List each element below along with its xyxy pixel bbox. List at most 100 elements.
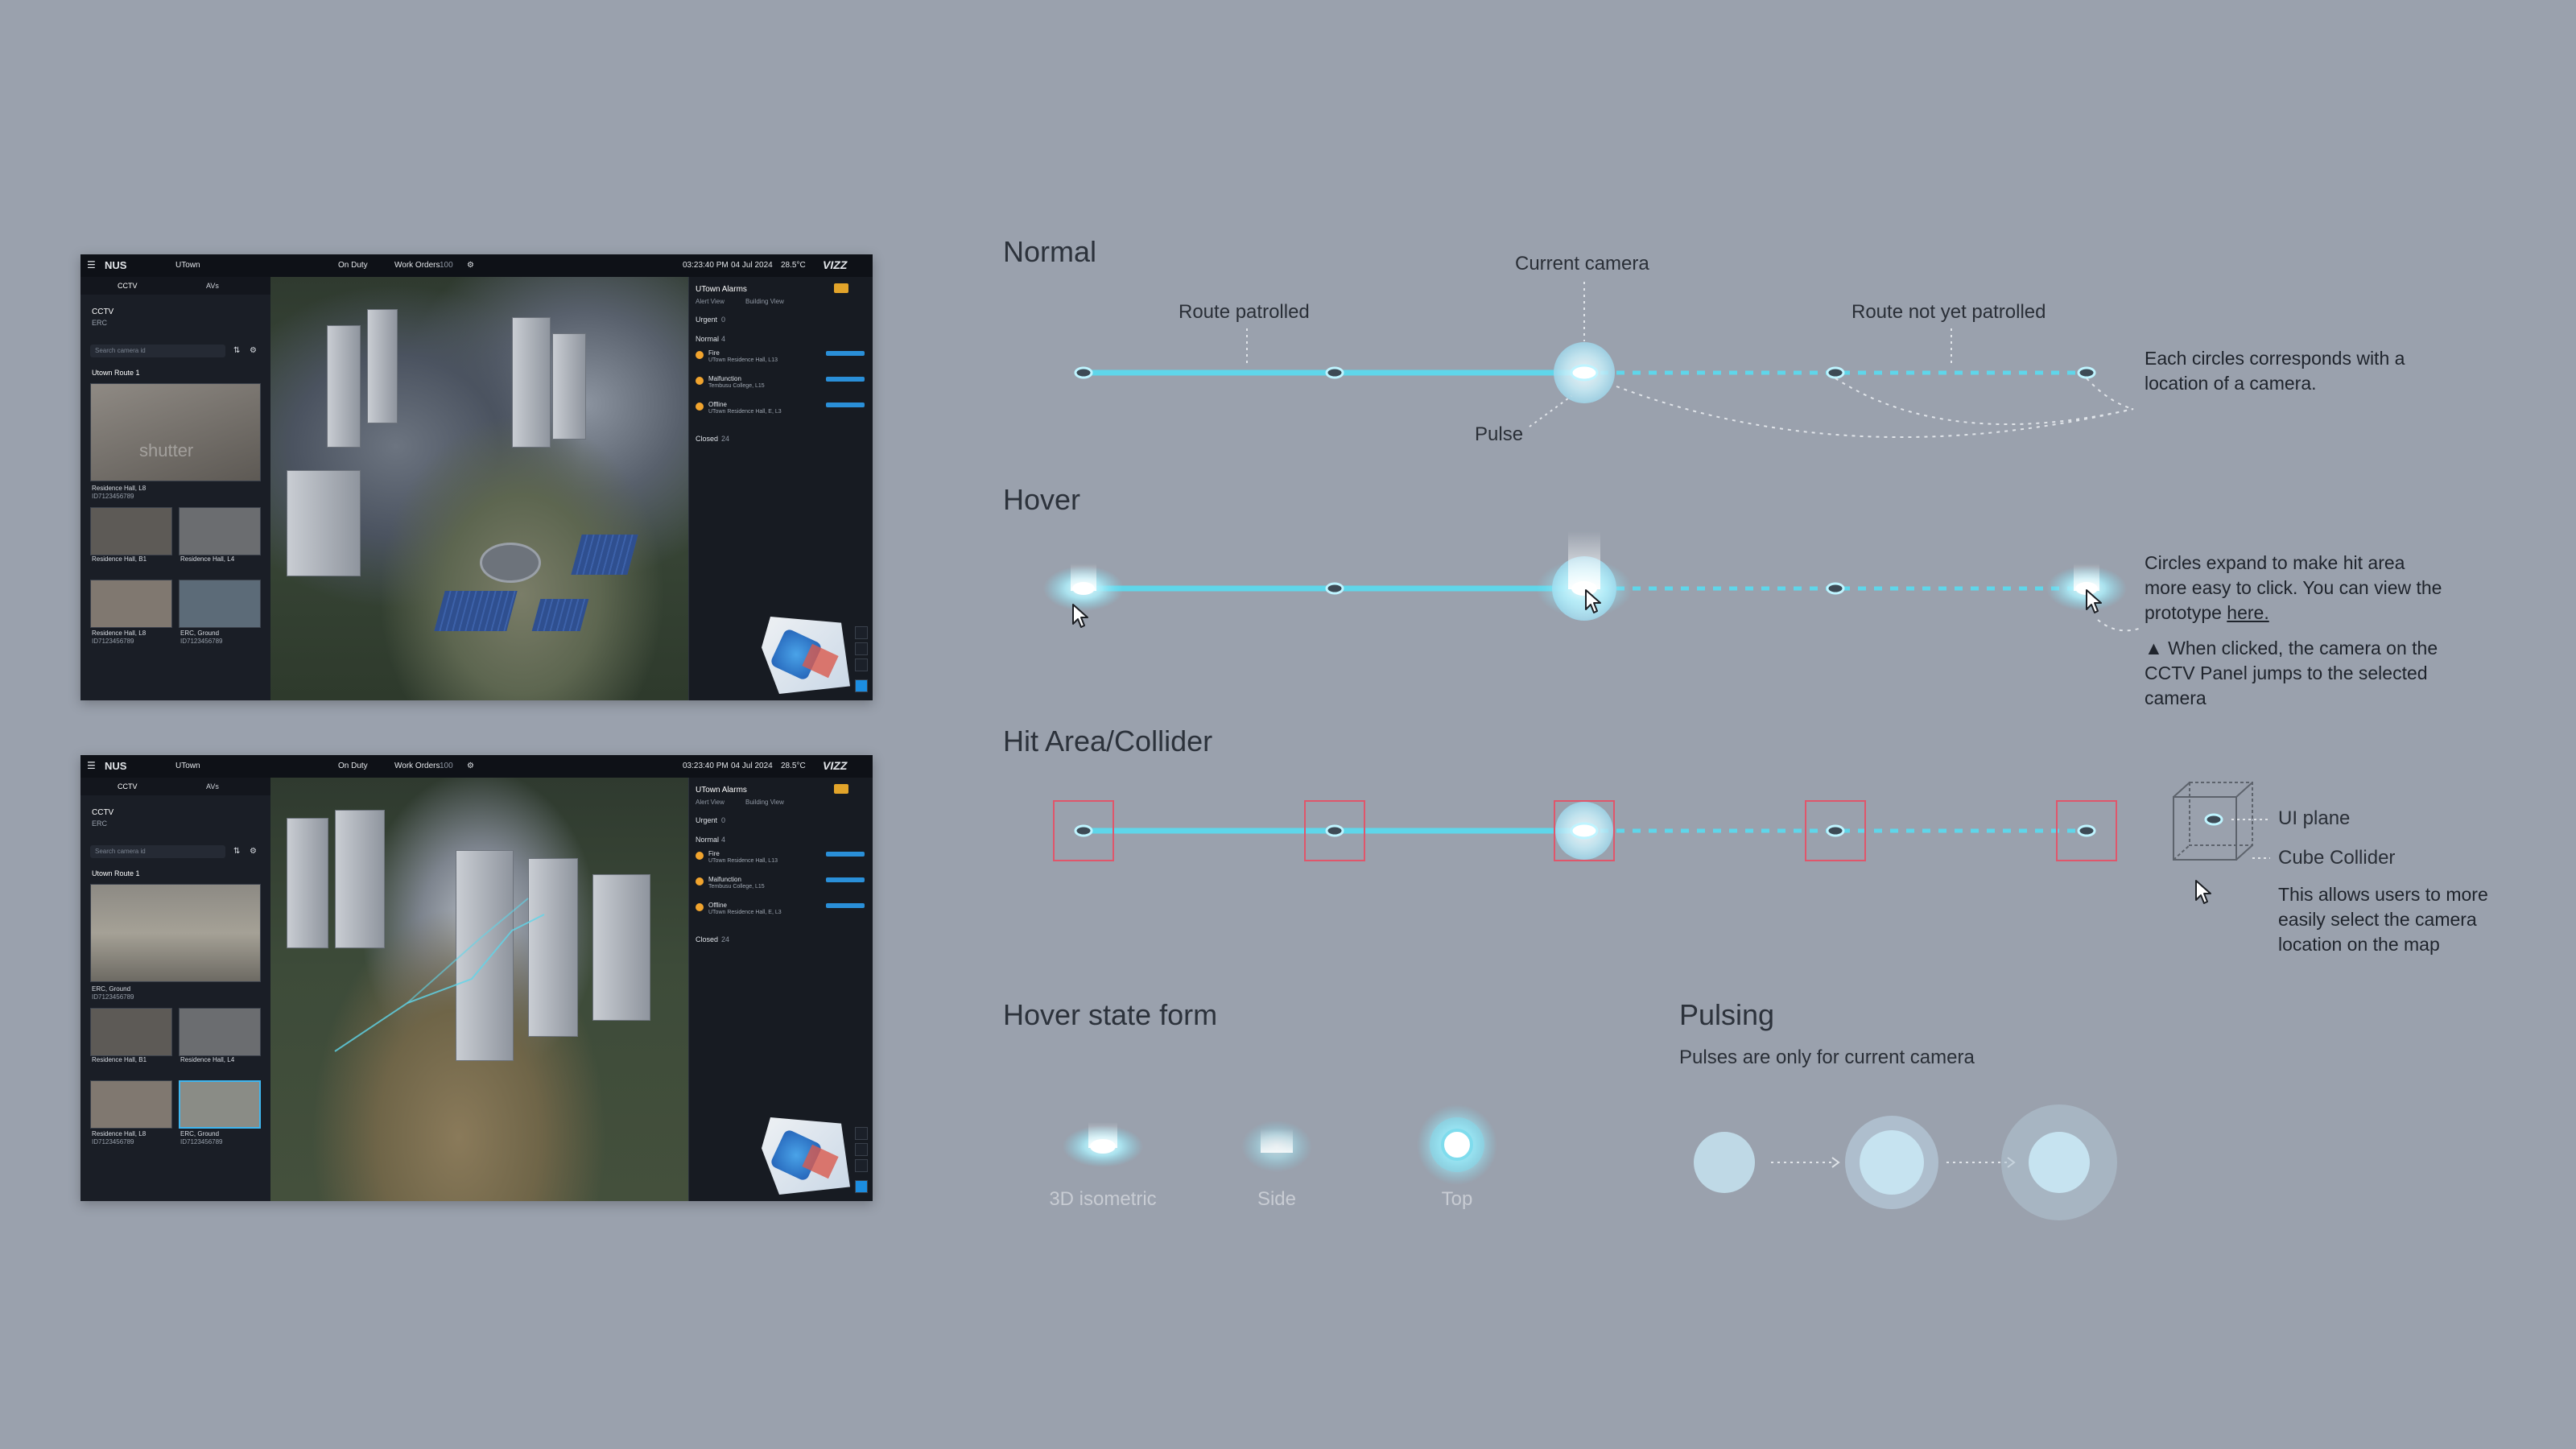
closed-section[interactable]: Closed	[696, 435, 719, 443]
thumb-1-name: Residence Hall, B1	[92, 1056, 147, 1063]
undo-icon[interactable]	[855, 1127, 868, 1140]
thumb-3-id: ID7123456789	[92, 1138, 134, 1146]
camera-search[interactable]: Search camera id	[90, 345, 225, 357]
filter-icon[interactable]: ⇅	[233, 847, 241, 856]
alarm-title[interactable]: Fire	[708, 349, 720, 357]
form-side	[1241, 1121, 1312, 1172]
offline-alarm-icon	[696, 402, 704, 411]
note-hover: Circles expand to make hit area more eas…	[2145, 551, 2450, 625]
alarm-title[interactable]: Offline	[708, 902, 727, 909]
camera-node[interactable]	[1325, 824, 1344, 837]
main-camera-feed[interactable]: shutter	[90, 383, 261, 481]
note-normal: Each circles corresponds with a location…	[2145, 348, 2405, 394]
map-toggle-icon[interactable]	[855, 1180, 868, 1193]
camera-thumb-1[interactable]	[90, 507, 172, 555]
mini-map[interactable]	[762, 617, 850, 694]
tab-building-view[interactable]: Building View	[745, 799, 784, 806]
normal-route	[1074, 282, 2134, 439]
camera-thumb-2[interactable]	[179, 1008, 261, 1056]
collider-box	[1053, 800, 1114, 861]
caption-side: Side	[1257, 1188, 1297, 1210]
urgent-section[interactable]: Urgent	[696, 816, 718, 824]
normal-section[interactable]: Normal	[696, 836, 720, 844]
layers-icon[interactable]	[855, 658, 868, 671]
main-camera-feed[interactable]	[90, 884, 261, 982]
camera-node[interactable]	[1826, 582, 1845, 595]
menu-icon[interactable]: ☰	[87, 760, 96, 771]
camera-node[interactable]	[2077, 824, 2096, 837]
collider-box	[1805, 800, 1866, 861]
hovered-camera-node[interactable]	[2046, 564, 2127, 611]
hovered-current-camera[interactable]	[1536, 531, 1633, 621]
play-icon[interactable]	[855, 1143, 868, 1156]
building	[512, 317, 551, 448]
closed-section[interactable]: Closed	[696, 935, 719, 943]
camera-node[interactable]	[1325, 366, 1344, 379]
filter-icon[interactable]: ⇅	[233, 346, 241, 355]
gear-icon[interactable]: ⚙	[250, 346, 257, 355]
camera-node[interactable]	[1826, 824, 1845, 837]
on-duty-toggle[interactable]: On Duty	[338, 261, 368, 270]
temperature-display: 28.5°C	[781, 762, 806, 770]
camera-thumb-1[interactable]	[90, 1008, 172, 1056]
camera-node[interactable]	[1074, 824, 1093, 837]
alarms-panel: UTown Alarms Alert View Building View Ur…	[688, 778, 873, 1201]
cctv-subtitle[interactable]: ERC	[92, 819, 108, 828]
tab-building-view[interactable]: Building View	[745, 298, 784, 305]
urgent-section[interactable]: Urgent	[696, 316, 718, 324]
gear-icon[interactable]: ⚙	[250, 847, 257, 856]
alarm-title[interactable]: Malfunction	[708, 375, 741, 382]
camera-thumb-4-selected[interactable]	[179, 1080, 261, 1129]
pulse-step-1	[1694, 1132, 1755, 1193]
pulsing-subtitle: Pulses are only for current camera	[1679, 1046, 1975, 1068]
tab-alert-view[interactable]: Alert View	[696, 298, 724, 305]
section-title-hover: Hover	[1003, 483, 1081, 516]
tab-cctv[interactable]: CCTV	[118, 282, 138, 290]
camera-search[interactable]: Search camera id	[90, 845, 225, 858]
brand-logo: NUS	[105, 760, 127, 772]
camera-node[interactable]	[1074, 366, 1093, 379]
undo-icon[interactable]	[855, 626, 868, 639]
tab-alert-view[interactable]: Alert View	[696, 799, 724, 806]
camera-node[interactable]	[1325, 582, 1344, 595]
building	[528, 858, 578, 1037]
section-title-hit-area: Hit Area/Collider	[1003, 724, 1213, 758]
current-camera-node[interactable]	[1570, 822, 1599, 840]
location-selector[interactable]: UTown	[175, 762, 200, 770]
alarm-title[interactable]: Offline	[708, 401, 727, 408]
3d-campus-map[interactable]	[270, 277, 689, 700]
camera-thumb-3[interactable]	[90, 580, 172, 628]
work-orders-link[interactable]: Work Orders	[394, 261, 440, 270]
camera-thumb-4[interactable]	[179, 580, 261, 628]
camera-thumb-2[interactable]	[179, 507, 261, 555]
label-cube-collider: Cube Collider	[2278, 847, 2396, 869]
mini-map[interactable]	[762, 1117, 850, 1195]
map-toggle-icon[interactable]	[855, 679, 868, 692]
alarm-title[interactable]: Malfunction	[708, 876, 741, 883]
current-camera-node[interactable]	[1570, 364, 1599, 382]
camera-node[interactable]	[2077, 366, 2096, 379]
prototype-link[interactable]: here.	[2227, 602, 2269, 623]
alarm-title[interactable]: Fire	[708, 850, 720, 857]
tab-avs[interactable]: AVs	[206, 282, 219, 290]
tab-cctv[interactable]: CCTV	[118, 782, 138, 791]
menu-icon[interactable]: ☰	[87, 259, 96, 270]
layers-icon[interactable]	[855, 1159, 868, 1172]
location-selector[interactable]: UTown	[175, 261, 200, 270]
play-icon[interactable]	[855, 642, 868, 655]
thumb-2-name: Residence Hall, L4	[180, 555, 235, 563]
camera-thumb-3[interactable]	[90, 1080, 172, 1129]
status-badge	[826, 852, 865, 857]
work-orders-link[interactable]: Work Orders	[394, 762, 440, 770]
tab-avs[interactable]: AVs	[206, 782, 219, 791]
thumb-2-name: Residence Hall, L4	[180, 1056, 235, 1063]
on-duty-toggle[interactable]: On Duty	[338, 762, 368, 770]
building	[456, 850, 514, 1061]
camera-node[interactable]	[1826, 366, 1845, 379]
settings-icon[interactable]: ⚙	[467, 762, 474, 770]
3d-campus-map[interactable]	[270, 778, 689, 1201]
settings-icon[interactable]: ⚙	[467, 261, 474, 270]
hovered-camera-node[interactable]	[1043, 564, 1124, 611]
cctv-subtitle[interactable]: ERC	[92, 319, 108, 327]
normal-section[interactable]: Normal	[696, 335, 720, 343]
